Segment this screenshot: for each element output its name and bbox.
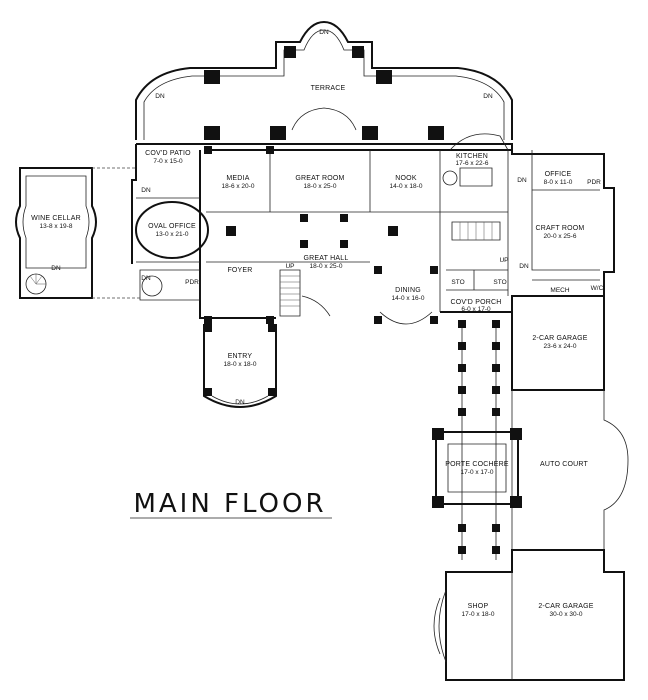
room-dims-shop: 17-0 x 18-0 <box>462 611 495 618</box>
room-name-garage-2car-a: 2-CAR GARAGE <box>532 335 587 342</box>
room-dims-great-hall: 18-0 x 25-0 <box>310 263 343 270</box>
room-dims-covd-patio: 7-0 x 15-0 <box>153 158 183 165</box>
room-dims-wine-cellar: 13-8 x 19-8 <box>40 223 73 230</box>
room-name-oval-office: OVAL OFFICE <box>148 223 196 230</box>
stair-marker-dn-office: DN <box>141 275 151 282</box>
room-dims-covd-porch: 6-0 x 17-0 <box>461 306 491 313</box>
stair-marker-dn-patio: DN <box>141 187 151 194</box>
room-name-mech: MECH <box>550 287 569 294</box>
room-dims-dining: 14-0 x 16-0 <box>392 295 425 302</box>
cellar-connection <box>92 167 140 299</box>
room-dims-oval-office: 13-0 x 21-0 <box>156 231 189 238</box>
room-name-covd-porch: COV'D PORCH <box>451 299 502 306</box>
room-dims-garage-2car-a: 23-6 x 24-0 <box>544 343 577 350</box>
terrace-outline <box>135 20 513 140</box>
porte-cochere-frame <box>432 428 522 508</box>
stair-marker-dn-hall: DN <box>519 263 529 270</box>
room-name-shop: SHOP <box>468 603 489 610</box>
auto-court-edge <box>511 390 629 550</box>
room-name-kitchen: KITCHEN <box>456 153 488 160</box>
covered-walkway <box>458 320 500 560</box>
stair-marker-dn-office-right: DN <box>517 177 527 184</box>
room-dims-entry: 18-0 x 18-0 <box>224 361 257 368</box>
stair-marker-dn-terrace-right: DN <box>483 93 493 100</box>
stair-marker-up-hall: UP <box>285 263 294 270</box>
oval-office-shape <box>135 197 209 301</box>
lower-garage-building <box>433 549 625 681</box>
room-name-porte-cochere: PORTE COCHERE <box>445 461 509 468</box>
stair-marker-dn-top: DN <box>319 29 329 36</box>
garage-a-walls <box>511 296 605 391</box>
room-name-auto-court: AUTO COURT <box>540 461 589 468</box>
room-name-wic: W/C <box>591 285 604 292</box>
room-dims-great-room: 18-0 x 25-0 <box>304 183 337 190</box>
room-dims-office: 8-0 x 11-0 <box>544 179 573 186</box>
stair-marker-dn-cellar: DN <box>51 265 61 272</box>
interior-columns <box>204 146 438 324</box>
stair-marker-dn-terrace-left: DN <box>155 93 165 100</box>
plan-title: MAIN FLOOR <box>133 489 326 519</box>
room-name-wine-cellar: WINE CELLAR <box>31 215 81 222</box>
room-name-foyer: FOYER <box>227 267 252 274</box>
room-name-terrace: TERRACE <box>311 85 346 92</box>
room-name-covd-patio: COV'D PATIO <box>145 150 191 157</box>
room-dims-nook: 14-0 x 18-0 <box>390 183 423 190</box>
room-dims-media: 18-6 x 20-0 <box>222 183 255 190</box>
room-name-sto-left: STO <box>451 279 464 286</box>
terrace-columns <box>204 46 444 140</box>
room-dims-kitchen: 17-6 x 22-6 <box>456 160 489 167</box>
room-dims-garage-2car-b: 30-0 x 30-0 <box>550 611 583 618</box>
room-name-dining: DINING <box>395 287 421 294</box>
room-name-garage-2car-b: 2-CAR GARAGE <box>538 603 593 610</box>
room-name-pdr-upper: PDR <box>587 179 601 186</box>
room-name-pdr-lower: PDR <box>185 279 199 286</box>
room-name-nook: NOOK <box>395 175 417 182</box>
dining-bay <box>379 311 433 325</box>
room-name-media: MEDIA <box>226 175 249 182</box>
room-name-sto-right: STO <box>493 279 506 286</box>
room-name-great-hall: GREAT HALL <box>304 255 349 262</box>
room-dims-craft-room: 20-0 x 25-6 <box>544 233 577 240</box>
wine-cellar-shape <box>15 167 97 299</box>
room-name-office: OFFICE <box>545 171 572 178</box>
room-dims-porte-cochere: 17-0 x 17-0 <box>461 469 494 476</box>
room-name-craft-room: CRAFT ROOM <box>536 225 585 232</box>
stair-marker-up-kitchen: UP <box>499 257 508 264</box>
room-name-entry: ENTRY <box>228 353 253 360</box>
entry-portico <box>203 324 277 408</box>
room-name-great-room: GREAT ROOM <box>295 175 344 182</box>
stair-marker-dn-entry: DN <box>235 399 245 406</box>
